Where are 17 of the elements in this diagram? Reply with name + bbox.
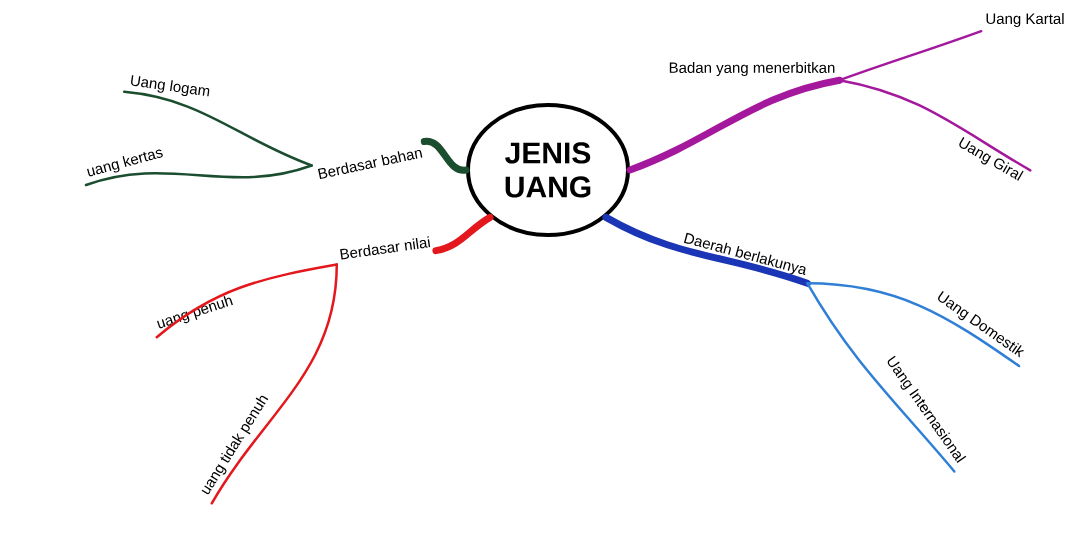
branch-line [806, 282, 1021, 368]
branch-label: Berdasar nilai [340, 236, 431, 260]
branch-label: Berdasar bahan [317, 149, 423, 180]
branch-line [432, 213, 494, 255]
branch-label: uang kertas [87, 149, 163, 177]
branch-line [838, 78, 1032, 172]
branch-line [84, 164, 313, 187]
branch-line [123, 90, 313, 167]
branch-line [626, 76, 844, 174]
branch-line [155, 263, 339, 339]
branch-line [806, 282, 956, 473]
branch-line [602, 213, 811, 287]
branch-label: Uang Kartal [986, 13, 1064, 27]
branch-line [420, 137, 470, 174]
branch-label: Badan yang menerbitkan [669, 62, 835, 76]
branch-label: Uang logam [131, 75, 210, 97]
branch-line [210, 263, 339, 505]
